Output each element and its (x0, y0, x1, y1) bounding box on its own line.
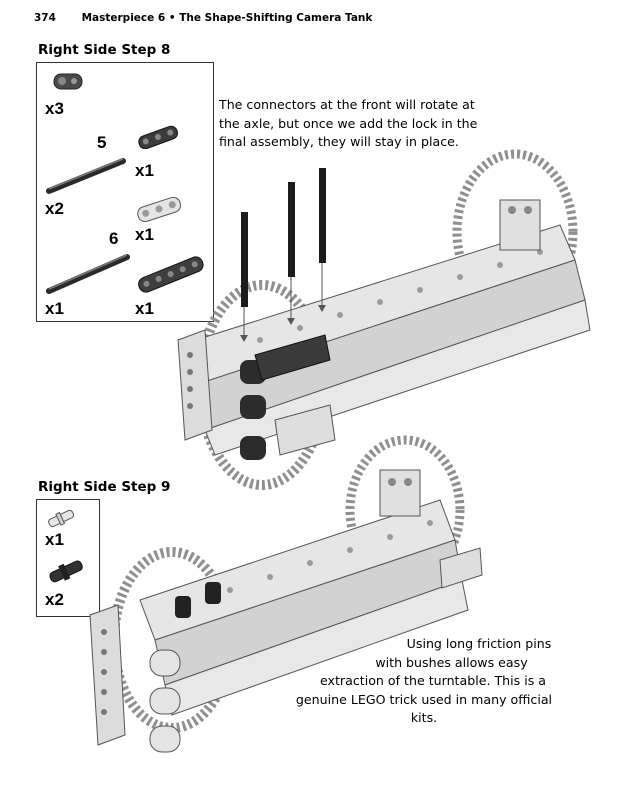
axle-6-icon (46, 254, 130, 294)
step-8-caption: The connectors at the front will rotate … (219, 96, 479, 152)
qty-long-friction-pin: x2 (45, 590, 64, 609)
qty-axle-6: x1 (45, 299, 64, 318)
qty-beam-3-dark: x1 (135, 161, 154, 180)
qty-friction-pin: x1 (45, 530, 64, 549)
step-9-caption-line: Using long friction pins (406, 636, 552, 651)
qty-axle-5: x2 (45, 199, 64, 218)
step-9-caption: Using long friction pins with bushes all… (283, 635, 565, 728)
friction-pin-light-icon (48, 509, 75, 528)
step-8-title: Right Side Step 8 (38, 42, 171, 58)
running-title: Masterpiece 6 • The Shape-Shifting Camer… (81, 12, 373, 24)
axle-6-length: 6 (109, 229, 119, 248)
step-9-parts-list: x1 x2 (36, 499, 100, 617)
step-9-caption-line: with bushes allows easy (375, 654, 528, 670)
step-8-caption-line: final assembly, they will stay in place. (219, 134, 459, 149)
long-friction-pin-bush-icon (49, 560, 83, 583)
step-8-parts-list: x3 x1 5 x2 x1 6 x1 x1 (36, 62, 214, 322)
qty-connector: x3 (45, 99, 64, 118)
beam-3-light-icon (137, 196, 182, 223)
step-9-title: Right Side Step 9 (38, 479, 171, 495)
step-9-caption-line: extraction of the turntable. This is a (320, 673, 546, 688)
axle-5-length: 5 (97, 133, 107, 152)
axle-5-icon (46, 158, 126, 194)
qty-beam-3-light: x1 (135, 225, 154, 244)
qty-beam-5-dark: x1 (135, 299, 154, 318)
step-8-caption-line: The connectors at the front will rotate … (219, 97, 475, 112)
step-8-caption-line: the axle, but once we add the lock in th… (219, 115, 478, 131)
step-9-caption-line: genuine LEGO trick used in many official… (295, 691, 553, 726)
running-header: 374 Masterpiece 6 • The Shape-Shifting C… (34, 12, 372, 24)
connector-icon (53, 73, 83, 90)
page-number: 374 (34, 12, 56, 24)
beam-3-dark-icon (138, 125, 178, 149)
beam-5-dark-icon (138, 256, 204, 293)
